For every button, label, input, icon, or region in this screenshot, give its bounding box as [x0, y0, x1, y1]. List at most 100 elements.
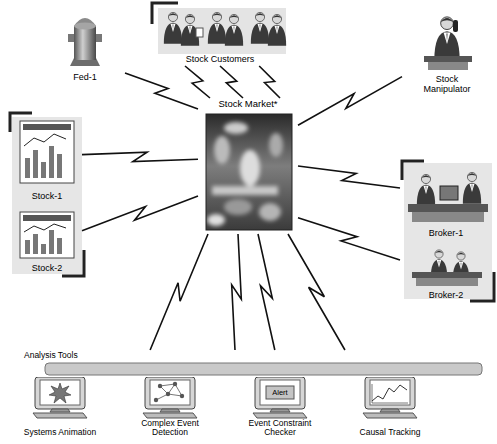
- computer-icon: [253, 377, 307, 418]
- manipulator-node: Stock Manipulator: [402, 8, 492, 96]
- desk-top: [424, 56, 472, 62]
- node-label: Stock Market*: [218, 99, 277, 109]
- lightning-connector: [258, 234, 275, 350]
- node-label: Stock Manipulator: [416, 75, 478, 95]
- broker-figure: [463, 172, 481, 203]
- desk-top: [408, 204, 488, 212]
- crowd-blur: [224, 199, 252, 215]
- desk-front: [428, 62, 468, 70]
- desk-top: [412, 272, 482, 278]
- alert-box: [266, 386, 294, 399]
- computer-icon: [33, 377, 87, 418]
- broker-figure: [417, 174, 435, 205]
- chart-bar: [33, 234, 38, 254]
- crowd-blur: [207, 214, 225, 226]
- lightning-connector: [220, 66, 243, 98]
- event-graph-links: [156, 384, 182, 400]
- node-label: Complex Event Detection: [131, 419, 209, 437]
- chart-line: [24, 224, 66, 232]
- crowd-blur: [224, 122, 248, 134]
- manipulator-figure: [434, 17, 459, 60]
- chart-axes: [372, 384, 408, 403]
- analysis-tool: Complex Event Detection: [128, 376, 212, 438]
- customers-group: Stock Customers: [150, 2, 290, 66]
- customer-figure: [164, 12, 182, 43]
- chart-bar: [49, 146, 54, 178]
- chart-line: [24, 134, 66, 146]
- lightning-connector: [82, 196, 198, 231]
- node-label: Broker-2: [429, 291, 464, 301]
- panel-bracket: [402, 161, 424, 180]
- node-label: Systems Animation: [24, 428, 96, 437]
- crowd-blur: [214, 136, 230, 164]
- event-graph-node: [166, 392, 170, 396]
- fed-icon-nozzle: [68, 34, 74, 42]
- event-graph-node: [158, 384, 162, 388]
- node-label: Analysis Tools: [24, 351, 78, 360]
- event-graph-node: [154, 398, 158, 402]
- customer-figure: [251, 12, 269, 43]
- lightning-connector: [298, 218, 400, 260]
- desk-front: [412, 212, 484, 222]
- lightning-connector: [82, 152, 198, 161]
- market-node: Stock Market*: [198, 98, 298, 234]
- chart-bar: [33, 150, 38, 178]
- crowd-blur: [240, 150, 260, 186]
- node-label: Stock-1: [32, 192, 63, 202]
- lightning-connector: [150, 234, 208, 350]
- fed-icon-nozzle: [96, 34, 102, 42]
- tracking-line: [372, 385, 407, 401]
- alert-text: Alert: [272, 389, 287, 397]
- node-label: Causal Tracking: [360, 428, 421, 437]
- broker-node: Broker-1: [400, 160, 492, 240]
- event-graph-node: [173, 382, 177, 386]
- desk-front: [416, 278, 478, 286]
- broker-node: Broker-2: [400, 242, 492, 302]
- stock-chart-card: [20, 121, 74, 183]
- customer-figure: [208, 12, 226, 43]
- chart-bar: [41, 244, 46, 254]
- tools-bar: [45, 363, 482, 375]
- crowd-blur: [259, 203, 281, 221]
- brokers-panel: [404, 163, 492, 299]
- paper-sheet: [196, 28, 203, 37]
- lightning-connector: [125, 73, 198, 109]
- analysis-tools-band: Analysis ToolsSystems Animation Complex E…: [16, 350, 490, 438]
- chart-bar: [49, 230, 54, 254]
- lightning-connector: [259, 66, 280, 98]
- fed-node: Fed-1: [45, 10, 125, 84]
- chart-bar: [57, 154, 62, 178]
- analysis-tool: Systems Animation: [20, 376, 101, 438]
- lightning-connector: [185, 66, 210, 98]
- customers-panel: [158, 8, 286, 54]
- telephone: [453, 20, 458, 32]
- customer-figure: [268, 14, 286, 45]
- chart-bar: [41, 162, 46, 178]
- market-crowd: [207, 122, 283, 226]
- event-graph-node: [180, 394, 184, 398]
- market-photo: [206, 114, 292, 230]
- node-label: Fed-1: [73, 73, 97, 83]
- lightning-connector: [298, 166, 400, 188]
- chart-header: [23, 124, 71, 130]
- chart-bar: [25, 158, 30, 178]
- animation-burst: [49, 383, 71, 403]
- node-label: Event Constraint Checker: [241, 419, 319, 437]
- stocks-panel: [12, 117, 82, 274]
- chart-header: [23, 215, 71, 221]
- analysis-tool: Event Constraint Checker: [238, 376, 322, 438]
- computer-icon: [143, 377, 197, 418]
- node-label: Broker-1: [429, 229, 464, 239]
- fed-icon-body: [74, 26, 96, 60]
- computer-icon: [363, 377, 417, 418]
- chart-bar: [25, 240, 30, 254]
- lightning-connector: [232, 234, 242, 350]
- label-holder: Alert: [266, 386, 294, 399]
- fed-icon-rim: [74, 23, 96, 30]
- stock-node: Stock-2: [12, 207, 82, 275]
- analysis-tool: Causal Tracking: [350, 376, 430, 438]
- lightning-connector: [288, 234, 345, 350]
